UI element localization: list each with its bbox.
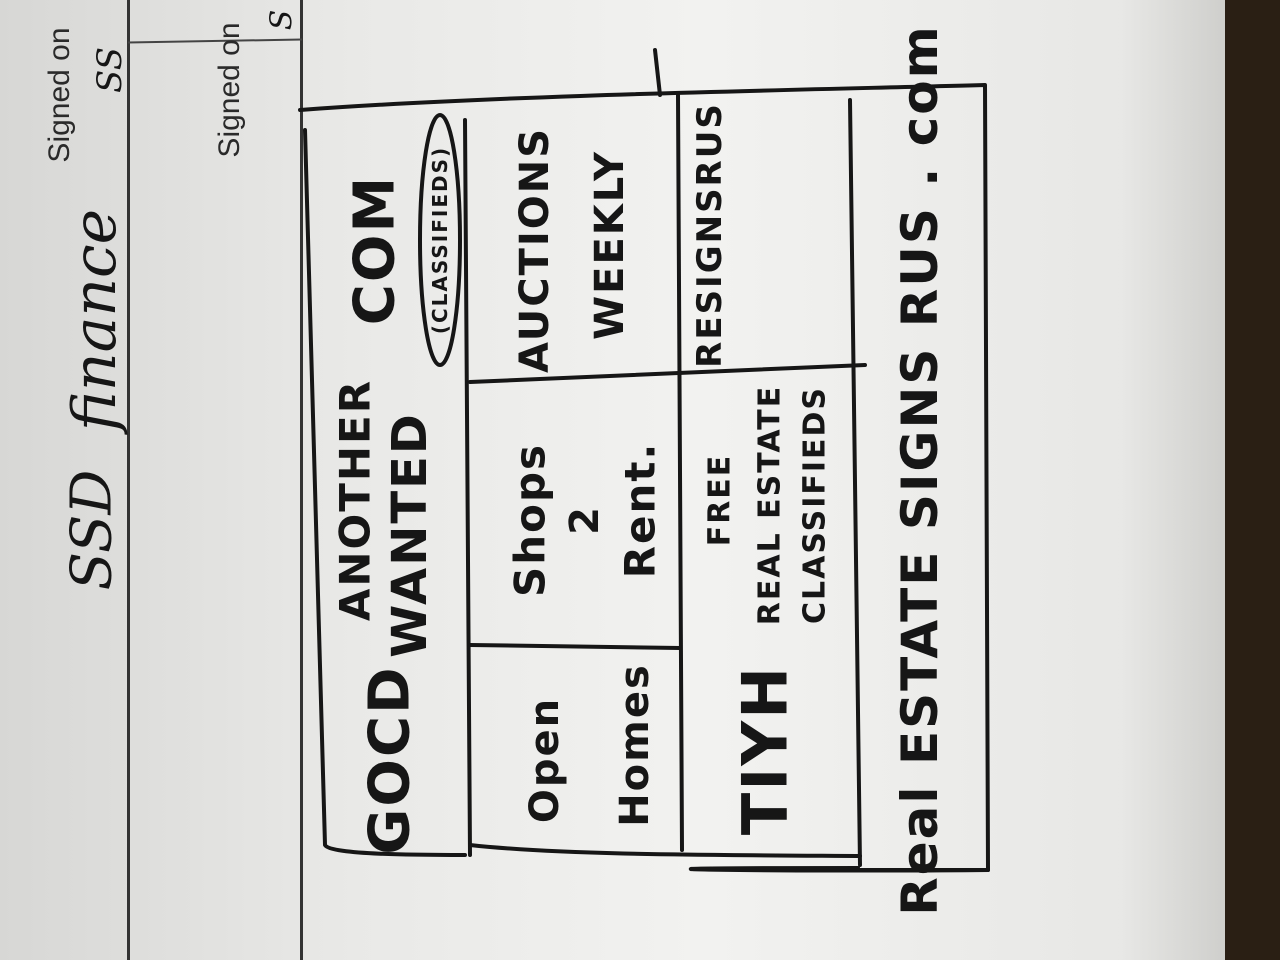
form-top-extension [653,48,662,97]
cell-resigns: RESIGNSRUS [690,102,730,368]
sketch-left-border [303,128,467,857]
grid-line-vertical-right [848,98,862,867]
classifieds-oval [418,113,462,367]
cell-auctions-line1: AUCTIONS [512,126,558,374]
cell-shops-line2: 2 [562,505,608,535]
header-com: COM [342,174,408,326]
cell-free-line2: REAL ESTATE [752,384,788,626]
form-rule-mid [300,0,303,960]
grid-line-vertical-mid [676,93,684,852]
cell-shops-line1: Shops [505,442,555,598]
grid-line-row1 [468,643,682,650]
cell-auctions-line2: WEEKLY [587,150,633,340]
cell-open-homes-line2: Homes [612,663,658,827]
header-line2: WANTED [382,412,438,658]
cell-free-line1: FREE [702,453,738,547]
paper-sheet-edge [1120,0,1225,960]
footer-url: Real ESTATE SIGNS RUS . com [891,24,949,916]
header-brand: GOCD [357,665,423,855]
header-line1: ANOTHER [330,378,380,622]
cell-shops-line3: Rent. [615,441,665,579]
cell-open-homes-line1: Open [522,696,568,824]
paper-sheet [0,0,1175,960]
cell-tiyh: TIYH [728,664,802,836]
grid-line-row2 [468,363,867,384]
cell-free-line3: CLASSIFIEDS [797,385,833,625]
header-divider [463,118,472,857]
form-rule-top [127,0,130,960]
grid-line-bottom [468,843,862,858]
header-note: (CLASSIFIEDS) [428,145,452,335]
